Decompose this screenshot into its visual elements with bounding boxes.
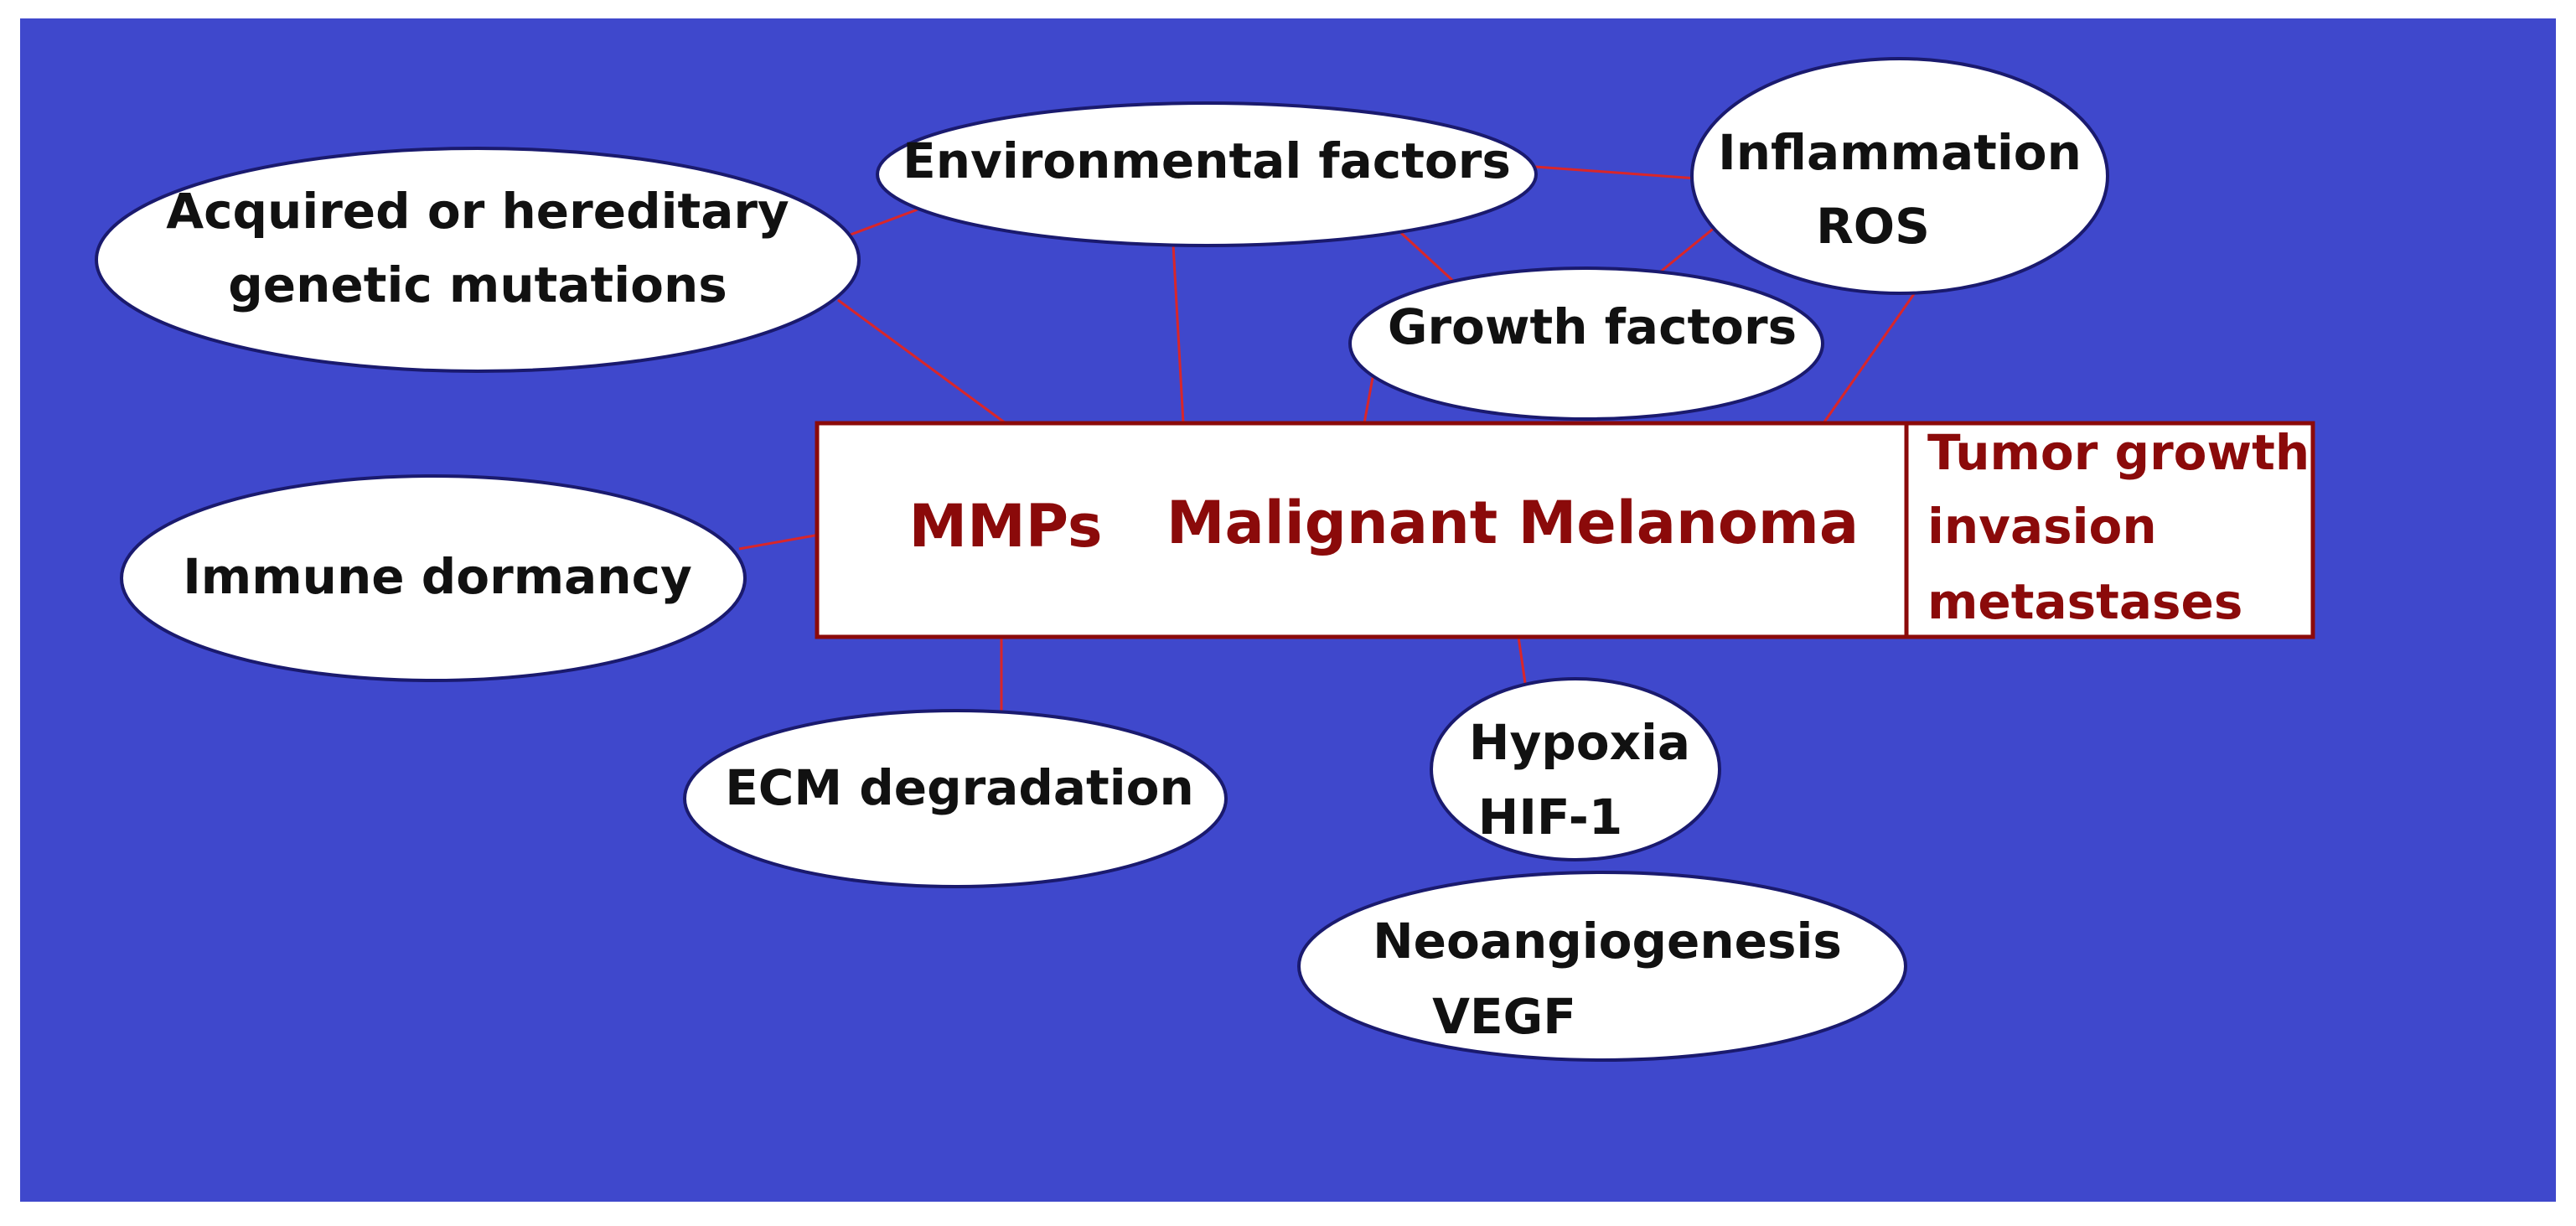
node-label: Growth factors: [1388, 298, 1797, 355]
node-label: Immune dormancy: [183, 548, 692, 605]
node-label-line-2: VEGF: [1432, 988, 1576, 1045]
node-label-line-2: HIF-1: [1478, 789, 1622, 846]
node-bubble: [95, 147, 861, 373]
node-inflammation-ros: Inflammation ROS: [1690, 57, 2109, 295]
node-label-line-1: Acquired or hereditary: [166, 183, 789, 240]
node-bubble: [683, 709, 1228, 888]
node-label: ECM degradation: [725, 759, 1194, 816]
connector-inflammation-growth: [1652, 225, 1717, 280]
connector-genetic-environmental: [850, 208, 918, 236]
node-bubble: [120, 474, 747, 682]
node-label: Environmental factors: [903, 132, 1511, 189]
node-environmental-factors: Environmental factors: [876, 101, 1538, 247]
connector-lines: [738, 164, 1917, 711]
node-label-line-2: ROS: [1816, 198, 1930, 255]
node-hypoxia-hif1: Hypoxia HIF-1: [1430, 677, 1721, 861]
core-mmps-label: MMPs: [908, 492, 1102, 561]
node-growth-factors: Growth factors: [1348, 266, 1824, 421]
node-ecm-degradation: ECM degradation: [683, 709, 1228, 888]
node-label-line-1: Inflammation: [1718, 124, 2082, 181]
node-label-line-1: Neoangiogenesis: [1373, 913, 1842, 970]
node-bubble: [1690, 57, 2109, 295]
node-bubble: [1297, 871, 1907, 1062]
node-bubble: [1348, 266, 1824, 421]
connector-environmental-core: [1172, 244, 1185, 424]
node-label-line-1: Hypoxia: [1469, 714, 1690, 771]
node-neoangiogenesis-vegf: Neoangiogenesis VEGF: [1297, 871, 1907, 1062]
outcome-line-1: Tumor growth: [1927, 424, 2310, 481]
connector-immune-core: [738, 533, 820, 551]
connector-environmental-inflammation: [1523, 164, 1698, 180]
outcome-line-3: metastases: [1927, 573, 2242, 630]
connector-hypoxia-core: [1517, 636, 1527, 684]
node-bubble: [876, 101, 1538, 247]
outcome-line-2: invasion: [1927, 498, 2157, 555]
node-genetic-mutations: Acquired or hereditary genetic mutations: [95, 147, 861, 373]
core-title: Malignant Melanoma: [1166, 489, 1859, 557]
node-immune-dormancy: Immune dormancy: [120, 474, 747, 682]
connector-genetic-core: [837, 298, 1006, 425]
node-label-line-2: genetic mutations: [228, 256, 727, 313]
node-bubble: [1430, 677, 1721, 861]
core-box: [815, 421, 2315, 639]
connector-inflammation-core: [1822, 291, 1917, 424]
